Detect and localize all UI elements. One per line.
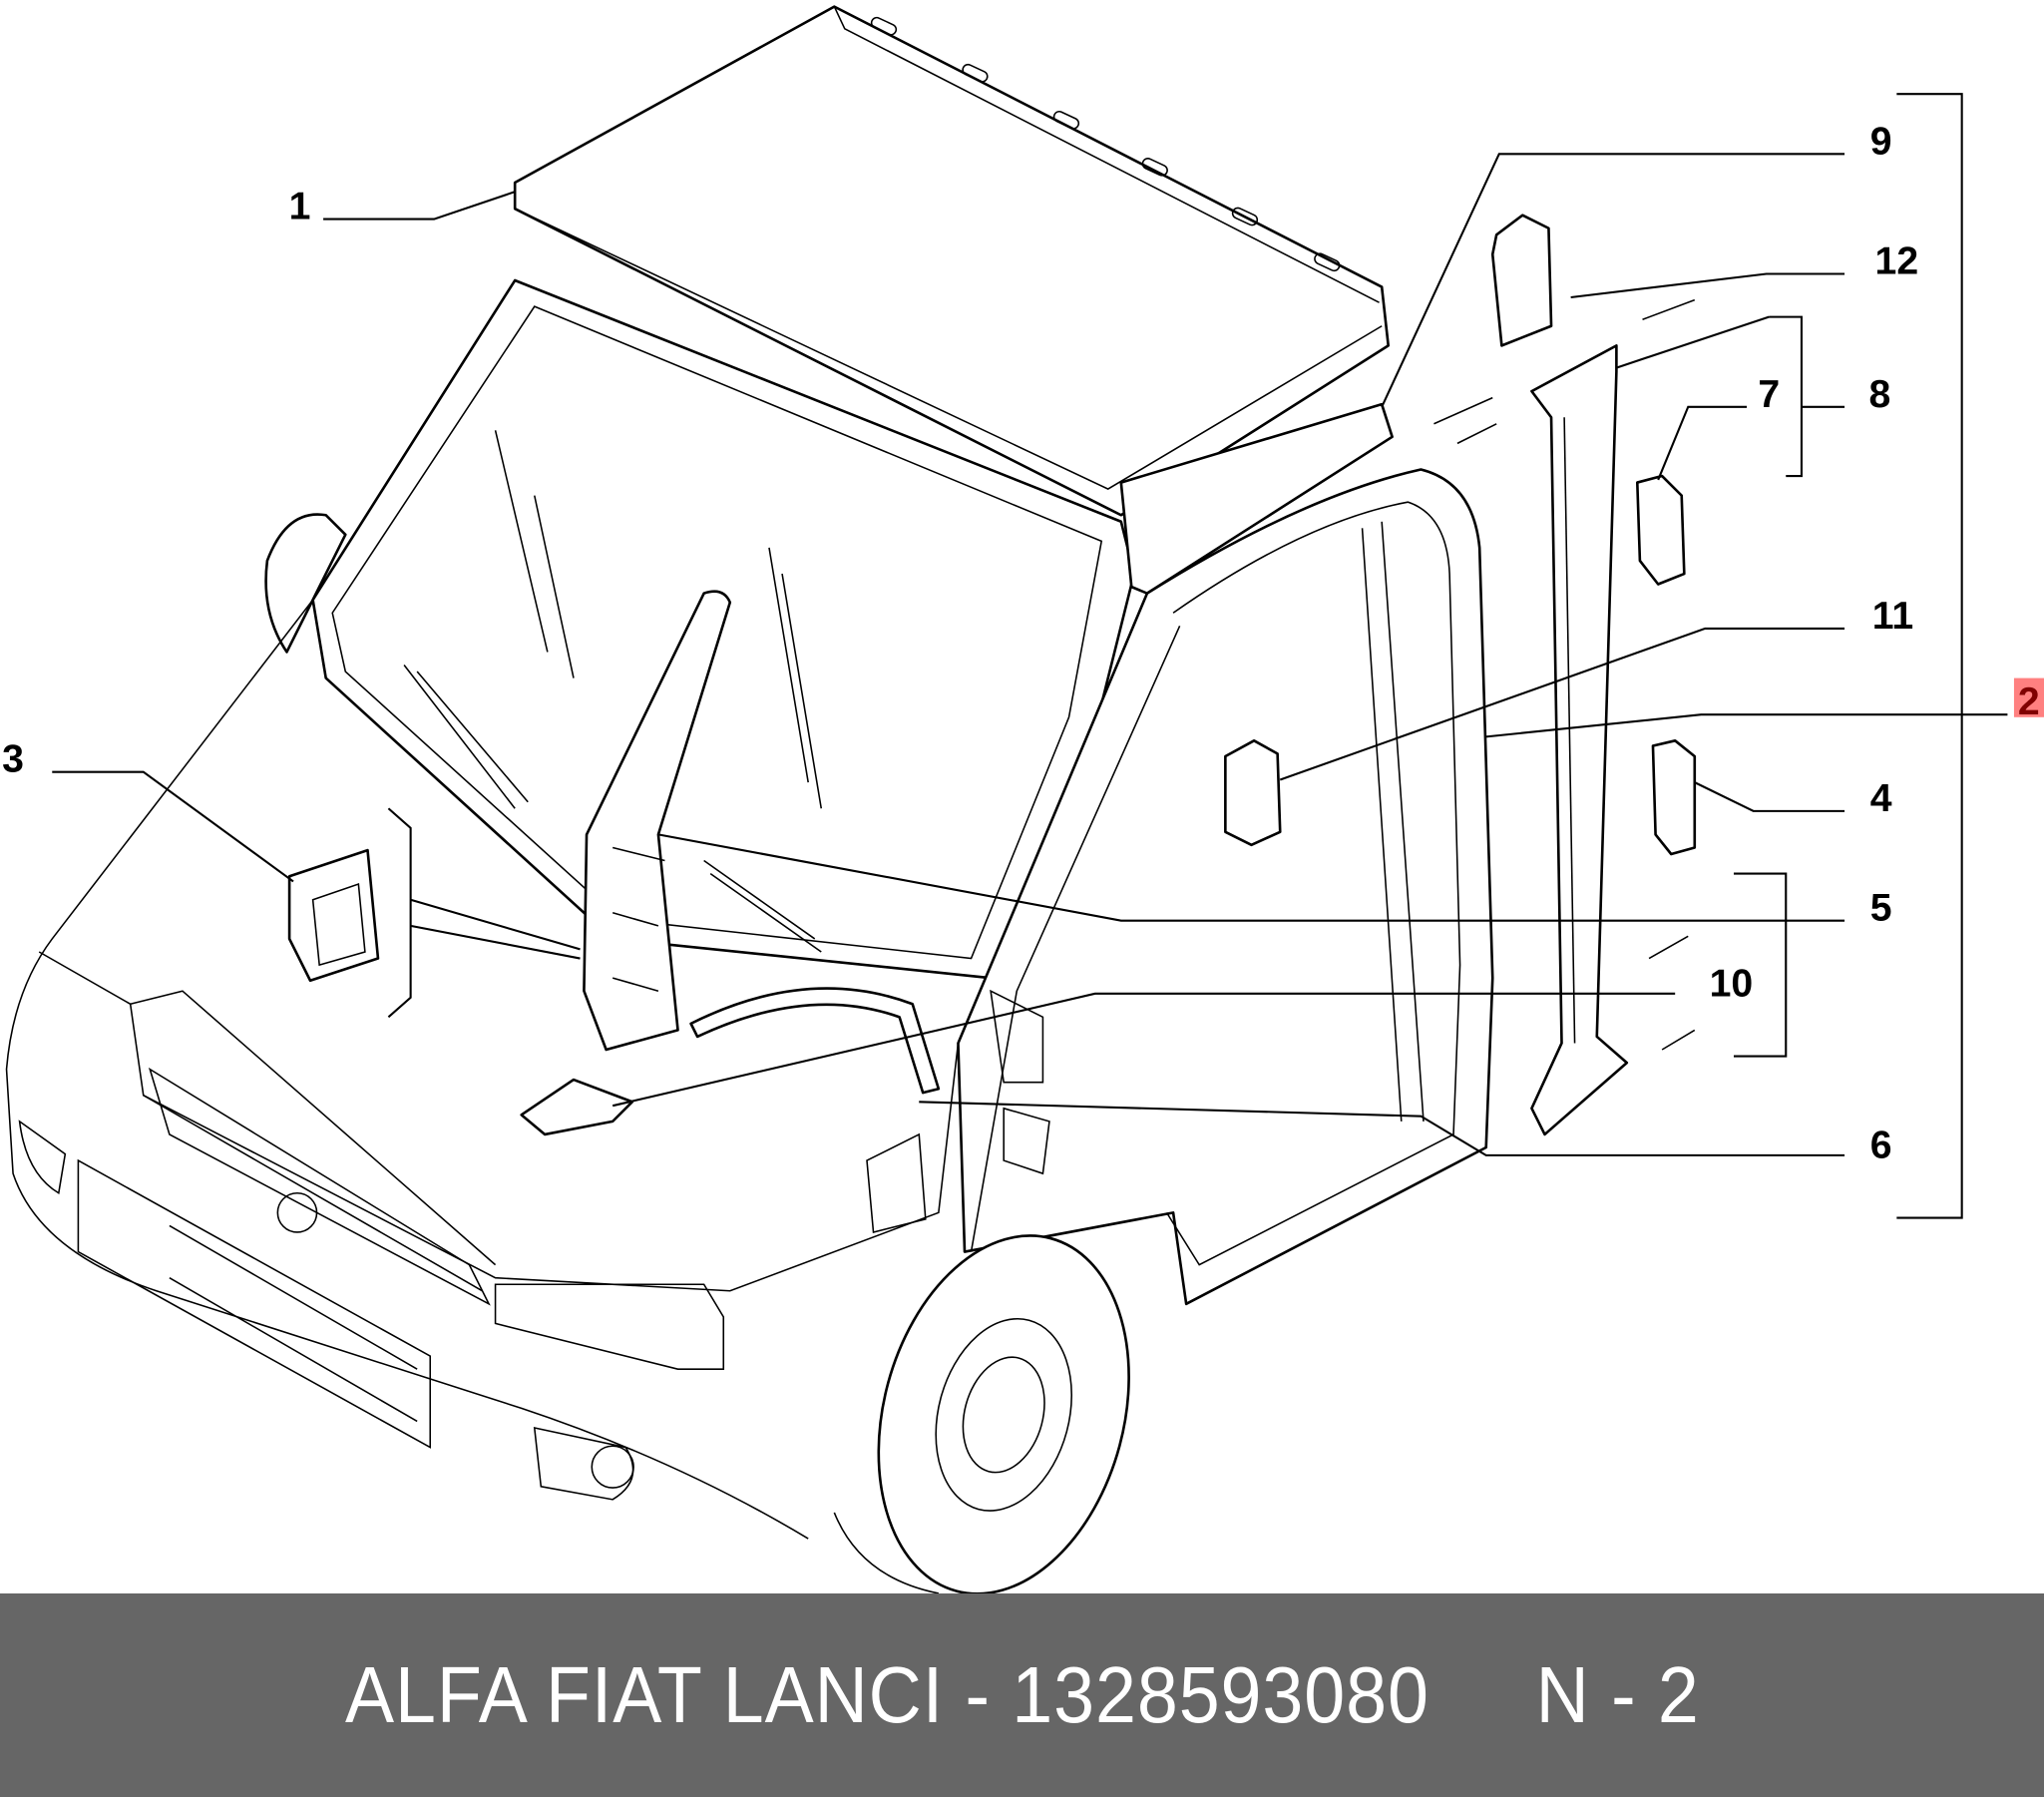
part-2-side-pillar bbox=[1530, 344, 1629, 1136]
part-number: 1328593080 bbox=[1011, 1650, 1430, 1739]
callout-9: 9 bbox=[1870, 120, 1892, 163]
callout-1: 1 bbox=[289, 186, 311, 228]
van-exploded-view: 1 9 12 7 8 11 2 3 4 5 10 6 bbox=[2, 5, 2044, 1593]
part-5-pillar bbox=[583, 590, 732, 1052]
footer-caption-bar: ALFA FIAT LANCI - 1328593080 N - 2 bbox=[0, 1593, 2044, 1797]
callout-6: 6 bbox=[1870, 1123, 1892, 1166]
roof-panel bbox=[513, 5, 1391, 517]
callout-4: 4 bbox=[1870, 777, 1892, 820]
part-4-plate bbox=[1651, 739, 1697, 856]
callout-8: 8 bbox=[1868, 373, 1890, 416]
callout-5: 5 bbox=[1870, 887, 1892, 930]
callout-3: 3 bbox=[2, 738, 24, 781]
callout-12: 12 bbox=[1875, 239, 1919, 282]
leader-lines bbox=[52, 93, 2008, 1219]
loose-parts bbox=[287, 214, 1697, 1136]
separator: - bbox=[943, 1650, 1012, 1739]
part-11-block bbox=[1224, 739, 1282, 847]
callout-10: 10 bbox=[1710, 962, 1754, 1005]
part-12-cover bbox=[1490, 214, 1553, 347]
callout-7: 7 bbox=[1758, 373, 1780, 416]
footer-caption: ALFA FIAT LANCI - 1328593080 N - 2 bbox=[345, 1649, 1700, 1741]
callout-2: 2 bbox=[2018, 680, 2040, 723]
brand-label: ALFA FIAT LANCI bbox=[344, 1650, 944, 1739]
part-10-bracket bbox=[520, 1078, 634, 1136]
part-10-arch bbox=[689, 987, 941, 1095]
cab-body bbox=[5, 278, 1494, 1593]
part-7-plate bbox=[1635, 474, 1686, 586]
callout-2-highlight bbox=[2013, 677, 2044, 717]
position-code: N - 2 bbox=[1535, 1650, 1700, 1739]
callout-labels: 1 9 12 7 8 11 2 3 4 5 10 6 bbox=[2, 120, 2044, 1166]
part-3-vent bbox=[287, 848, 380, 983]
callout-11: 11 bbox=[1872, 595, 1913, 638]
